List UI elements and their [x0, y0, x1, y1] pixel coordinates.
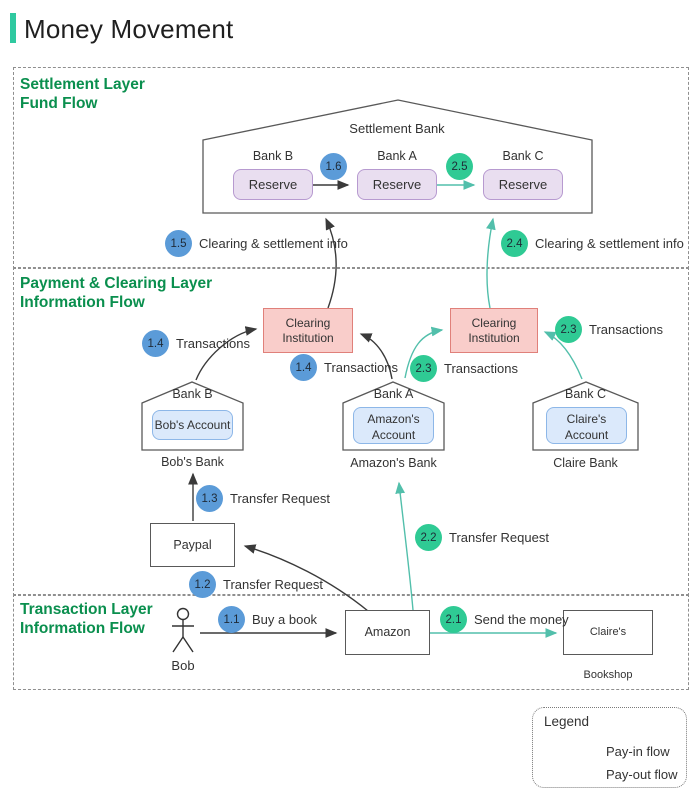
step-1-4-left-badge: 1.4: [142, 330, 169, 357]
bob-stick-figure-icon: [172, 607, 194, 653]
step-2-1: 2.1 Send the money: [440, 606, 569, 633]
step-1-4-mid-label: Transactions: [324, 360, 398, 375]
step-1-4-left: 1.4 Transactions: [142, 330, 250, 357]
clearing-institution-left: Clearing Institution: [263, 308, 353, 353]
title-accent-bar: [10, 13, 16, 43]
step-1-1: 1.1 Buy a book: [218, 606, 317, 633]
amazons-bank-caption: Amazon's Bank: [350, 456, 437, 470]
step-2-4-badge: 2.4: [501, 230, 528, 257]
step-2-3-left: 2.3 Transactions: [410, 355, 518, 382]
settlement-layer-label-line2: Fund Flow: [20, 95, 98, 112]
step-2-3-right-badge: 2.3: [555, 316, 582, 343]
step-2-5-badge: 2.5: [446, 153, 473, 180]
arrow-clearing-left-to-settlement: [325, 217, 337, 309]
step-2-2: 2.2 Transfer Request: [415, 524, 549, 551]
amazon-box: Amazon: [345, 610, 430, 655]
step-1-2: 1.2 Transfer Request: [189, 571, 323, 598]
settlement-layer-label-line1: Settlement Layer: [20, 76, 145, 93]
bank-c-name: Bank C: [565, 387, 606, 401]
step-1-3-label: Transfer Request: [230, 491, 330, 506]
transaction-layer-label: Transaction Layer Information Flow: [20, 600, 153, 638]
step-1-6-badge: 1.6: [320, 153, 347, 180]
step-1-3: 1.3 Transfer Request: [196, 485, 330, 512]
payment-layer-label-line2: Information Flow: [20, 294, 145, 311]
arrow-amazon-to-paypal: [243, 544, 369, 612]
reserve-box-bank-b: Reserve: [233, 169, 313, 200]
step-1-3-badge: 1.3: [196, 485, 223, 512]
arrow-bank-b-to-clearing-left: [195, 326, 258, 381]
legend-pay-out-label: Pay-out flow: [606, 767, 678, 782]
step-1-4-mid: 1.4 Transactions: [290, 354, 398, 381]
legend-box: [532, 707, 687, 788]
step-2-4-label: Clearing & settlement info: [535, 236, 684, 251]
settlement-col-bank-c-label: Bank C: [502, 149, 544, 163]
settlement-bank-label: Settlement Bank: [349, 121, 445, 136]
transaction-layer-label-line2: Information Flow: [20, 620, 145, 637]
step-2-3-left-label: Transactions: [444, 361, 518, 376]
payment-layer-label-line1: Payment & Clearing Layer: [20, 275, 213, 292]
amazons-account-box: Amazon's Account: [353, 407, 434, 444]
step-2-5: 2.5: [446, 153, 473, 180]
step-1-1-badge: 1.1: [218, 606, 245, 633]
bobs-bank-caption: Bob's Bank: [161, 455, 224, 469]
step-1-5-label: Clearing & settlement info: [199, 236, 348, 251]
arrow-amazon-to-bank-a: [395, 481, 414, 611]
transaction-layer-label-line1: Transaction Layer: [20, 601, 153, 618]
step-1-4-left-label: Transactions: [176, 336, 250, 351]
settlement-layer-label: Settlement Layer Fund Flow: [20, 75, 145, 113]
bob-actor-label: Bob: [171, 658, 195, 673]
step-2-3-left-badge: 2.3: [410, 355, 437, 382]
arrow-clearing-right-to-settlement: [486, 217, 496, 309]
bobs-account-box: Bob's Account: [152, 410, 233, 440]
step-2-4: 2.4 Clearing & settlement info: [501, 230, 684, 257]
settlement-col-bank-b-label: Bank B: [252, 149, 294, 163]
settlement-layer-box: [13, 67, 689, 269]
arrow-bank-a-to-clearing-left: [359, 333, 393, 380]
paypal-box: Paypal: [150, 523, 235, 567]
step-2-1-badge: 2.1: [440, 606, 467, 633]
step-1-2-badge: 1.2: [189, 571, 216, 598]
payment-layer-label: Payment & Clearing Layer Information Flo…: [20, 274, 212, 312]
step-2-3-right-label: Transactions: [589, 322, 663, 337]
claire-bank-caption: Claire Bank: [553, 456, 618, 470]
arrow-bank-a-to-clearing-right: [404, 326, 444, 379]
payment-clearing-layer-box: [13, 267, 689, 596]
transaction-layer-box: [13, 594, 689, 690]
settlement-col-bank-a-label: Bank A: [377, 149, 417, 163]
step-2-1-label: Send the money: [474, 612, 569, 627]
bank-b-name: Bank B: [172, 387, 213, 401]
step-1-4-mid-badge: 1.4: [290, 354, 317, 381]
legend-title: Legend: [544, 714, 590, 729]
step-1-5-badge: 1.5: [165, 230, 192, 257]
step-2-2-label: Transfer Request: [449, 530, 549, 545]
arrow-bank-c-to-clearing-right: [543, 331, 583, 380]
step-1-5: 1.5 Clearing & settlement info: [165, 230, 348, 257]
step-1-2-label: Transfer Request: [223, 577, 323, 592]
claires-account-box: Claire's Account: [546, 407, 627, 444]
bank-a-name: Bank A: [373, 387, 414, 401]
step-2-3-right: 2.3 Transactions: [555, 316, 663, 343]
legend-pay-in-label: Pay-in flow: [606, 744, 670, 759]
step-2-2-badge: 2.2: [415, 524, 442, 551]
step-1-6: 1.6: [320, 153, 347, 180]
step-1-1-label: Buy a book: [252, 612, 318, 627]
reserve-box-bank-a: Reserve: [357, 169, 437, 200]
reserve-box-bank-c: Reserve: [483, 169, 563, 200]
clearing-institution-right: Clearing Institution: [450, 308, 538, 353]
page-title: Money Movement: [24, 14, 234, 44]
claires-bookshop-box: Claire's Bookshop: [563, 610, 653, 681]
